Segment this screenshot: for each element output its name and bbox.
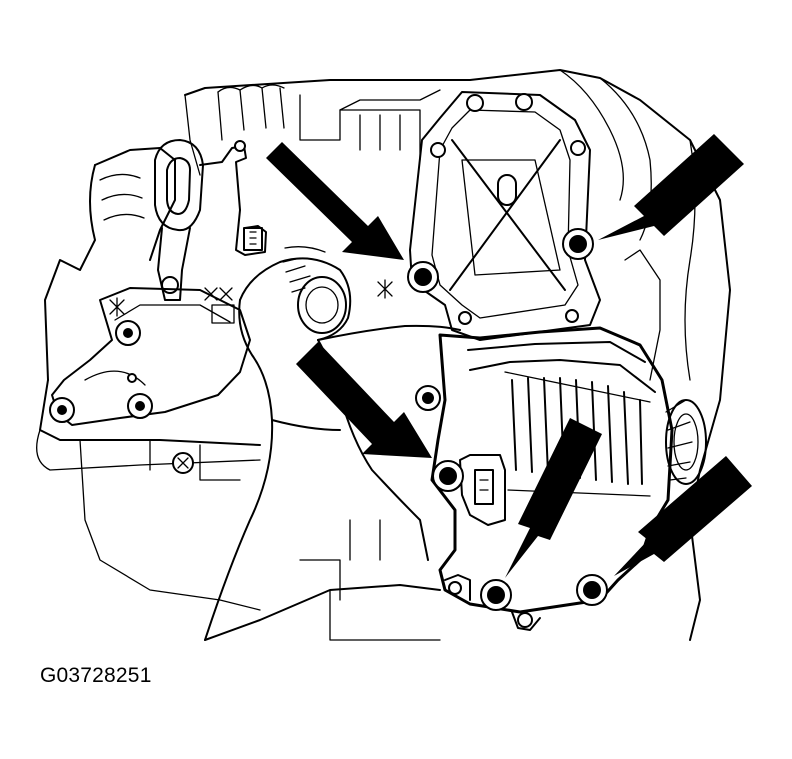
arrow-icon xyxy=(598,134,744,240)
arrow-icon xyxy=(614,456,752,576)
left-housing xyxy=(36,147,261,611)
engine-mount-bracket xyxy=(49,279,393,426)
arrow-icon xyxy=(296,342,432,458)
alternator-bracket xyxy=(407,91,601,341)
arrow-icon xyxy=(266,142,404,260)
alternator xyxy=(415,326,707,631)
arrow-icon xyxy=(505,418,602,578)
dipstick-assembly xyxy=(154,139,267,301)
figure-id-label: G03728251 xyxy=(40,664,152,687)
callout-arrows xyxy=(266,134,752,578)
